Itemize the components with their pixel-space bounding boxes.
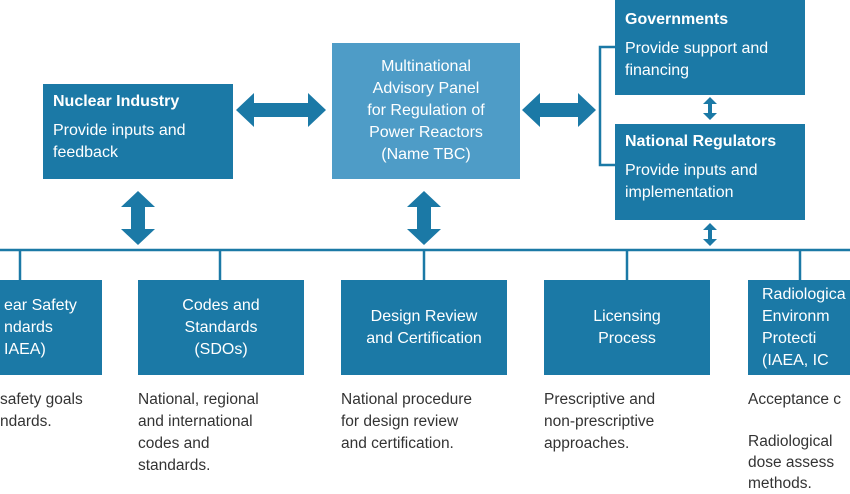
advisory-panel-label: Multinational Advisory Panel for Regulat… <box>367 58 485 163</box>
bottom-box-5-label: Radiologica Environm Protecti (IAEA, IC <box>762 285 846 369</box>
double-arrow-panel <box>407 191 441 245</box>
double-arrow-industry <box>121 191 155 245</box>
right-bracket <box>598 45 615 167</box>
bottom-box-4: Licensing Process <box>544 280 710 375</box>
small-arrow-gov-reg <box>703 97 717 120</box>
bottom-desc-3: National procedure for design review and… <box>341 391 472 452</box>
bottom-box-1-label: ear Safety ndards IAEA) <box>4 296 77 358</box>
bottom-box-2: Codes and Standards (SDOs) <box>138 280 304 375</box>
bottom-box-4-label: Licensing Process <box>593 307 661 347</box>
national-regulators-title: National Regulators <box>625 133 777 150</box>
bottom-box-3-label: Design Review and Certification <box>366 307 482 347</box>
bottom-desc-5: Acceptance c Radiological dose assess me… <box>748 391 842 492</box>
nuclear-industry-desc: Provide inputs and feedback <box>53 122 186 161</box>
bottom-box-1: ear Safety ndards IAEA) <box>0 280 102 375</box>
nuclear-industry-title: Nuclear Industry <box>53 93 180 110</box>
connector-lines <box>0 45 850 280</box>
bottom-desc-2: National, regional and international cod… <box>138 391 259 474</box>
governments-title: Governments <box>625 11 729 28</box>
bottom-box-2-label: Codes and Standards (SDOs) <box>182 296 260 358</box>
governments-box: Governments Provide support and financin… <box>615 0 805 95</box>
advisory-panel-box: Multinational Advisory Panel for Regulat… <box>332 43 520 179</box>
nuclear-industry-box: Nuclear Industry Provide inputs and feed… <box>43 84 233 179</box>
bottom-box-5: Radiologica Environm Protecti (IAEA, IC <box>748 280 850 375</box>
bottom-box-3: Design Review and Certification <box>341 280 507 375</box>
bottom-desc-4: Prescriptive and non-prescriptive approa… <box>544 391 656 452</box>
governments-desc: Provide support and financing <box>625 40 769 79</box>
bottom-desc-1: safety goals ndards. <box>0 391 83 430</box>
double-arrow-left <box>236 93 326 127</box>
national-regulators-box: National Regulators Provide inputs and i… <box>615 124 805 220</box>
national-regulators-desc: Provide inputs and implementation <box>625 162 758 201</box>
small-arrow-reg-bus <box>703 223 717 246</box>
double-arrow-right <box>522 93 596 127</box>
